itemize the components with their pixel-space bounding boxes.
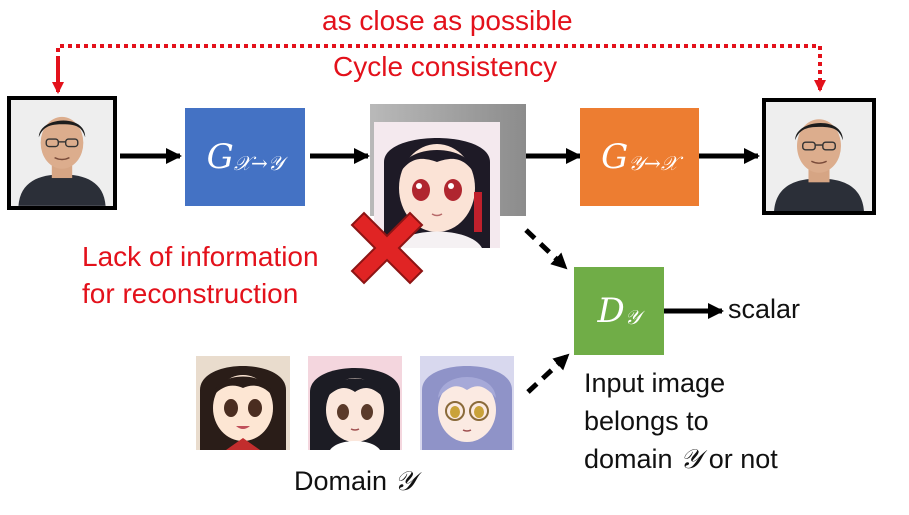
discriminator-subscript: 𝒴 — [624, 305, 641, 329]
domain-sample-1 — [196, 356, 290, 450]
person-face-icon — [11, 100, 113, 206]
domain-sample-2 — [308, 356, 402, 450]
lack-info-line-2: for reconstruction — [82, 278, 299, 309]
disc-desc-symbol: 𝒴 — [680, 444, 702, 475]
anime-face-icon-3 — [420, 356, 514, 450]
disc-desc-line-1: Input image — [584, 368, 726, 398]
generator-yx-subscript: 𝒴→𝒳 — [628, 151, 678, 175]
red-cross-icon — [350, 211, 424, 285]
discriminator-symbol: D — [597, 291, 625, 331]
dashed-arrow-image-to-dy — [524, 228, 568, 270]
domain-label: Domain 𝒴 — [294, 462, 416, 501]
disc-desc-prefix: domain — [584, 444, 681, 474]
person-face-icon-reconstructed — [766, 102, 872, 211]
top-label: as close as possible — [322, 5, 573, 36]
cycle-dotted-line — [56, 44, 826, 92]
anime-face-icon-1 — [196, 356, 290, 450]
input-face-photo — [7, 96, 117, 210]
disc-desc-line-2: belongs to — [584, 406, 709, 436]
anime-face-icon-2 — [308, 356, 402, 450]
generator-yx-symbol: G — [601, 137, 629, 177]
generator-xy-symbol: G — [206, 137, 234, 177]
lack-info-line-1: Lack of information — [82, 241, 319, 272]
cycle-consistency-label: Cycle consistency — [333, 51, 558, 82]
disc-desc-suffix: or not — [701, 444, 778, 474]
domain-label-prefix: Domain — [294, 466, 395, 496]
domain-sample-3 — [420, 356, 514, 450]
scalar-label: scalar — [728, 294, 801, 324]
disc-desc-line-3: domain 𝒴 or not — [584, 440, 778, 479]
dashed-arrow-domain-to-dy — [526, 353, 570, 394]
reconstructed-face-photo — [762, 98, 876, 215]
generator-xy-subscript: 𝒳→𝒴 — [233, 151, 284, 175]
domain-label-symbol: 𝒴 — [394, 466, 416, 497]
